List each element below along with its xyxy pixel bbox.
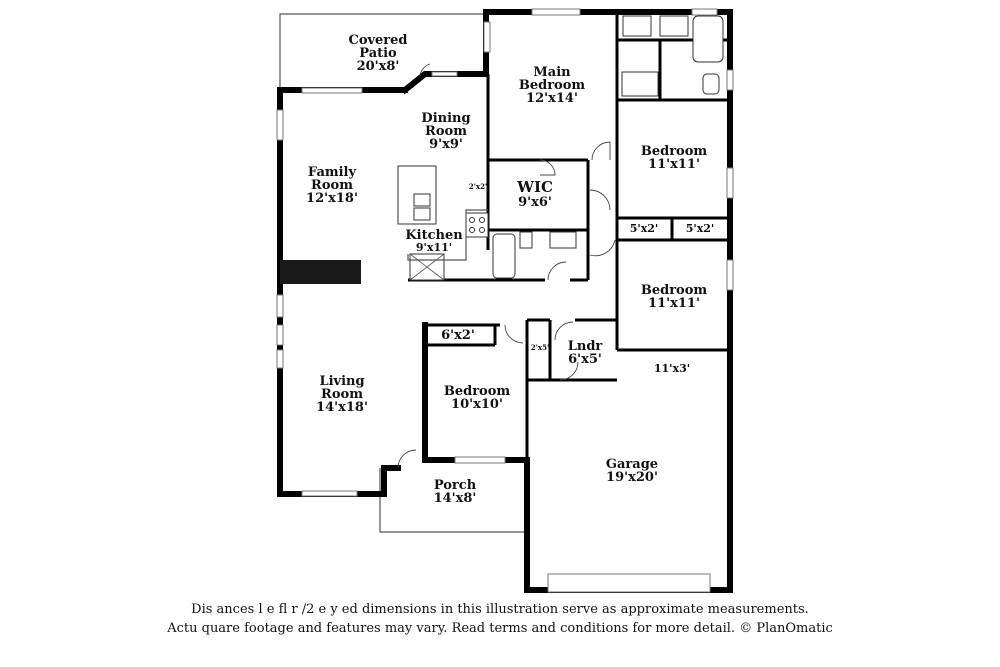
main-sink-2 [659, 15, 689, 37]
fixtures [397, 15, 724, 281]
pantry-size: 2'x2' [469, 182, 487, 191]
closet-5x2-left: 5'x2' [630, 222, 659, 235]
closet-6x2: 6'x2' [441, 328, 475, 343]
stove [465, 212, 489, 238]
hall-sink [549, 231, 577, 249]
disclaimer: Dis ances l e fl r /2 e y ed dimensions … [0, 600, 1000, 638]
closet-5x2-right: 5'x2' [686, 222, 715, 235]
covered-patio-name-1: Covered [348, 33, 407, 48]
living-room-size: 14'x18' [316, 400, 368, 415]
bedroom-s-size: 10'x10' [451, 397, 503, 412]
garage-storage-size: 11'x3' [654, 362, 690, 375]
main-tub [692, 15, 724, 63]
garage-name: Garage [606, 457, 658, 472]
laundry-name: Lndr [568, 339, 603, 354]
covered-patio-name-2: Patio [359, 46, 397, 61]
porch-size: 14'x8' [434, 491, 477, 506]
laundry-size: 6'x5' [568, 352, 602, 367]
kitchen-name: Kitchen [405, 228, 463, 243]
kitchen-size: 9'x11' [416, 241, 452, 254]
wic-name: WIC [516, 178, 553, 196]
interior-walls [408, 12, 730, 460]
door-swings [397, 63, 616, 469]
disclaimer-line-2: Actu quare footage and features may vary… [167, 621, 833, 636]
tub-hall [492, 233, 516, 279]
fireplace [280, 260, 361, 284]
main-shower [621, 71, 659, 97]
garage-size: 19'x20' [606, 470, 658, 485]
main-bedroom-size: 12'x14' [526, 91, 578, 106]
bedroom-ne-size: 11'x11' [648, 157, 700, 172]
main-toilet [702, 73, 720, 95]
disclaimer-line-1: Dis ances l e fl r /2 e y ed dimensions … [191, 602, 809, 617]
wic-size: 9'x6' [518, 195, 552, 210]
covered-patio-size: 20'x8' [357, 59, 400, 74]
windows [276, 8, 734, 593]
main-sink-1 [622, 15, 652, 37]
bedroom-ne-name: Bedroom [641, 144, 708, 159]
family-room-size: 12'x18' [306, 191, 358, 206]
bedroom-e-size: 11'x11' [648, 296, 700, 311]
bedroom-s-name: Bedroom [444, 384, 511, 399]
hall-toilet [519, 231, 533, 249]
porch-outline [379, 468, 527, 533]
linen-2x5: 2'x5' [531, 343, 549, 352]
dining-room-size: 9'x9' [429, 137, 463, 152]
porch-name: Porch [434, 478, 477, 493]
bedroom-e-name: Bedroom [641, 283, 708, 298]
